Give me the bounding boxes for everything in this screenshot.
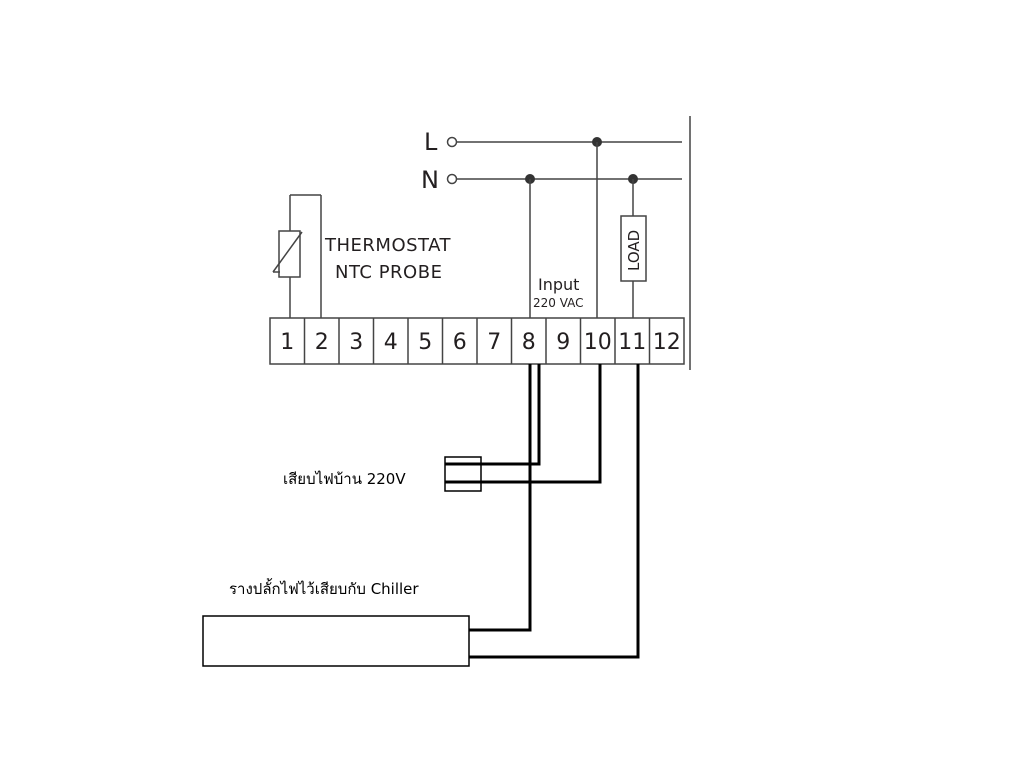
field-wire-t11-to-chiller bbox=[469, 364, 640, 659]
load-label: LOAD bbox=[625, 230, 643, 271]
terminal-9-label: 9 bbox=[556, 330, 570, 355]
field-wire-t8-to-chiller bbox=[469, 364, 532, 632]
thermistor-slash bbox=[272, 231, 303, 273]
terminal-12-label: 12 bbox=[653, 330, 681, 355]
chiller-strip-label: รางปลั้กไฟไว้เสียบกับ Chiller bbox=[229, 578, 419, 598]
terminal-5-label: 5 bbox=[418, 330, 432, 355]
terminal-11-label: 11 bbox=[618, 330, 646, 355]
terminal-4-label: 4 bbox=[384, 330, 398, 355]
line-open-terminal bbox=[446, 136, 458, 148]
field-wire-t10-to-plug bbox=[462, 364, 602, 484]
probe-label-line1: THERMOSTAT bbox=[324, 235, 452, 256]
neutral-open-terminal bbox=[446, 173, 458, 185]
chiller-power-strip bbox=[202, 615, 470, 667]
field-wire-t8-to-plug bbox=[462, 364, 541, 466]
terminal-8-label: 8 bbox=[522, 330, 536, 355]
house-plug-box bbox=[444, 456, 482, 492]
terminal-2-label: 2 bbox=[315, 330, 329, 355]
load-box bbox=[620, 215, 647, 282]
terminal-3-label: 3 bbox=[349, 330, 363, 355]
terminal-6-label: 6 bbox=[453, 330, 467, 355]
input-voltage-label: 220 VAC bbox=[533, 296, 584, 310]
terminal-1-label: 1 bbox=[280, 330, 294, 355]
terminal-7-label: 7 bbox=[487, 330, 501, 355]
input-label: Input bbox=[538, 275, 579, 294]
neutral-label: N bbox=[421, 166, 439, 194]
probe-label-line2: NTC PROBE bbox=[335, 262, 442, 283]
line-label: L bbox=[424, 128, 438, 156]
house-plug-label: เสียบไฟบ้าน 220V bbox=[283, 470, 406, 488]
terminal-10-label: 10 bbox=[584, 330, 612, 355]
